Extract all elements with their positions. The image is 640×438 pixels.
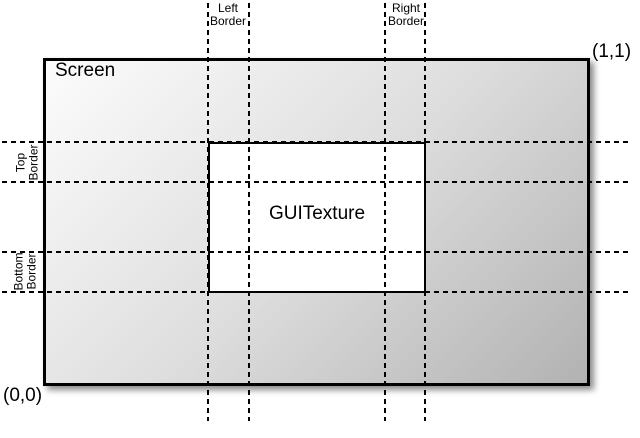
- coordinate-bottom-left: (0,0): [3, 385, 43, 406]
- screen-label: Screen: [55, 60, 116, 81]
- guitexture-label: GUITexture: [268, 203, 366, 225]
- top-border-label-line2: Border: [26, 144, 40, 181]
- bottom-border-guide-line-lower: [2, 291, 630, 293]
- coordinate-top-right: (1,1): [592, 41, 632, 62]
- top-border-guide-line-upper: [2, 141, 630, 143]
- guitexture-label-wrap: GUITexture: [208, 142, 426, 286]
- left-border-guide-line-outer: [207, 3, 209, 421]
- bottom-border-label-line1: Bottom: [11, 252, 25, 291]
- top-border-label: Top Border: [13, 140, 41, 186]
- right-border-label-line1: Right: [391, 1, 420, 15]
- guitexture-rect: [208, 142, 426, 293]
- bottom-border-guide-line-upper: [2, 251, 630, 253]
- bottom-border-label: Bottom Border: [11, 249, 39, 295]
- left-border-label-line2: Border: [209, 14, 247, 28]
- left-border-label: Left Border: [206, 2, 250, 28]
- left-border-label-line1: Left: [217, 1, 238, 15]
- left-border-guide-line-inner: [248, 3, 250, 421]
- right-border-label: Right Border: [384, 2, 428, 28]
- top-border-guide-line-lower: [2, 181, 630, 183]
- bottom-border-label-line2: Border: [24, 253, 38, 290]
- right-border-label-line2: Border: [387, 14, 425, 28]
- right-border-guide-line-outer: [424, 3, 426, 421]
- right-border-guide-line-inner: [384, 3, 386, 421]
- top-border-label-line1: Top: [13, 152, 27, 173]
